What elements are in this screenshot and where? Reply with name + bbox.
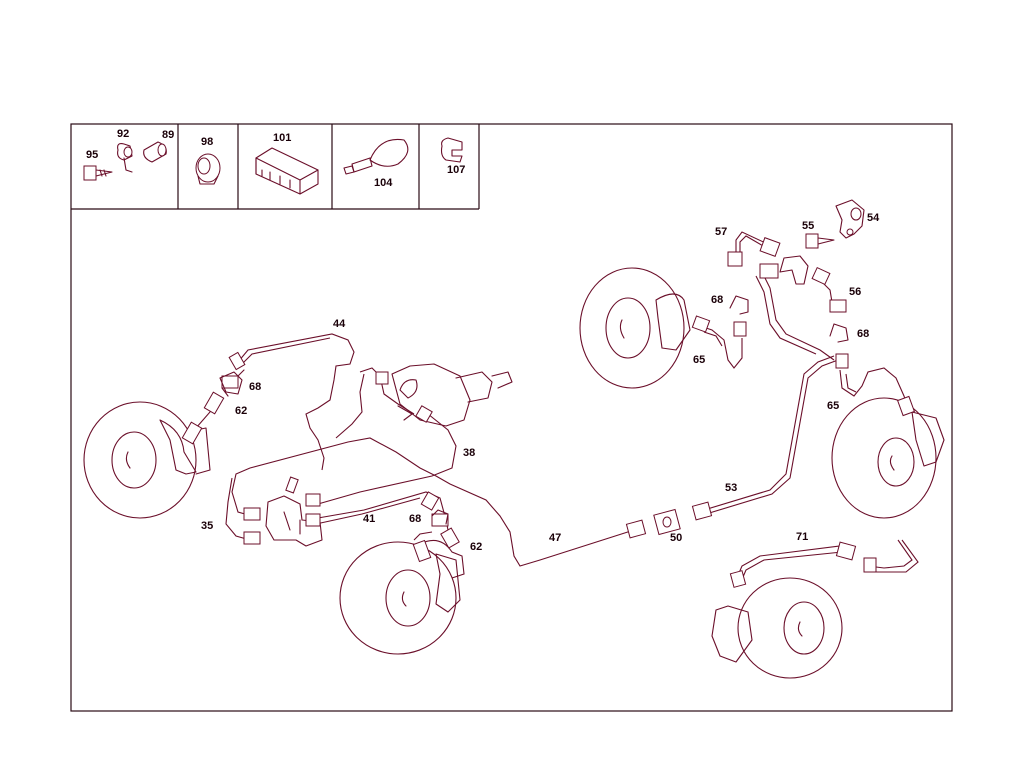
legend-cell-cable-tie: 104 bbox=[343, 138, 409, 189]
callout-47: 47 bbox=[549, 532, 561, 544]
connector-54-icon bbox=[835, 199, 865, 239]
callout-56: 56 bbox=[849, 286, 861, 298]
callout-62: 62 bbox=[470, 541, 482, 553]
rear-right-upper-brake-disc bbox=[831, 397, 945, 519]
callout-68: 68 bbox=[711, 294, 723, 306]
cable-tie-104-icon bbox=[343, 138, 409, 175]
rear-left-brake-disc bbox=[339, 541, 461, 655]
callout-95: 95 bbox=[86, 149, 98, 161]
brake-line-38 bbox=[317, 413, 457, 505]
callout-65: 65 bbox=[827, 400, 839, 412]
clip-92-icon bbox=[117, 143, 133, 173]
callout-54: 54 bbox=[867, 212, 880, 224]
callout-62: 62 bbox=[235, 405, 247, 417]
grommet-98-icon bbox=[195, 153, 221, 185]
callout-68: 68 bbox=[857, 328, 869, 340]
bracket-68-icons bbox=[219, 295, 849, 525]
brake-line-65-front bbox=[699, 325, 743, 369]
front-right-brake-disc bbox=[579, 267, 691, 389]
bolt-95-icon bbox=[83, 165, 113, 181]
brake-line-71 bbox=[735, 539, 919, 585]
brake-line-35 bbox=[225, 367, 635, 567]
callout-98: 98 bbox=[201, 136, 213, 148]
fittings bbox=[181, 237, 916, 588]
legend-cell-holder: 101 bbox=[255, 132, 319, 195]
callout-68: 68 bbox=[409, 513, 421, 525]
callout-38: 38 bbox=[463, 447, 475, 459]
callout-107: 107 bbox=[447, 164, 465, 176]
brake-line-44 bbox=[237, 333, 355, 471]
master-cylinder bbox=[391, 363, 513, 427]
callout-68: 68 bbox=[249, 381, 261, 393]
callout-35: 35 bbox=[201, 520, 213, 532]
callout-41: 41 bbox=[363, 513, 375, 525]
callout-104: 104 bbox=[374, 177, 393, 189]
callout-65: 65 bbox=[693, 354, 705, 366]
brake-line-44b bbox=[241, 337, 331, 365]
holder-101-icon bbox=[255, 147, 319, 195]
callout-57: 57 bbox=[715, 226, 727, 238]
callout-101: 101 bbox=[273, 132, 291, 144]
legend-cell-grommet: 98 bbox=[195, 136, 221, 185]
clip-107-icon bbox=[440, 137, 463, 163]
diagram-frame bbox=[70, 123, 953, 712]
brake-distributor bbox=[265, 495, 323, 547]
rear-right-brake-disc bbox=[711, 577, 843, 679]
brake-line-62-left bbox=[413, 531, 465, 579]
sleeve-89-icon bbox=[143, 141, 167, 163]
legend-cell-clip: 107 bbox=[440, 137, 465, 176]
callout-55: 55 bbox=[802, 220, 814, 232]
bolt-55-icon bbox=[805, 233, 835, 249]
callout-labels: 44 68 62 38 35 41 68 62 47 50 53 71 57 5… bbox=[201, 212, 880, 553]
brake-line-65-rear bbox=[839, 367, 909, 409]
callout-50: 50 bbox=[670, 532, 682, 544]
brake-line-main-right bbox=[755, 271, 835, 361]
callout-53: 53 bbox=[725, 482, 737, 494]
callout-44: 44 bbox=[333, 318, 346, 330]
legend-boxes bbox=[71, 124, 480, 210]
front-left-brake-disc bbox=[83, 401, 211, 519]
callout-89: 89 bbox=[162, 129, 174, 141]
callout-92: 92 bbox=[117, 128, 129, 140]
brake-line-53 bbox=[703, 355, 839, 515]
callout-71: 71 bbox=[796, 531, 808, 543]
legend-cell-fasteners: 95 92 89 bbox=[83, 128, 174, 181]
